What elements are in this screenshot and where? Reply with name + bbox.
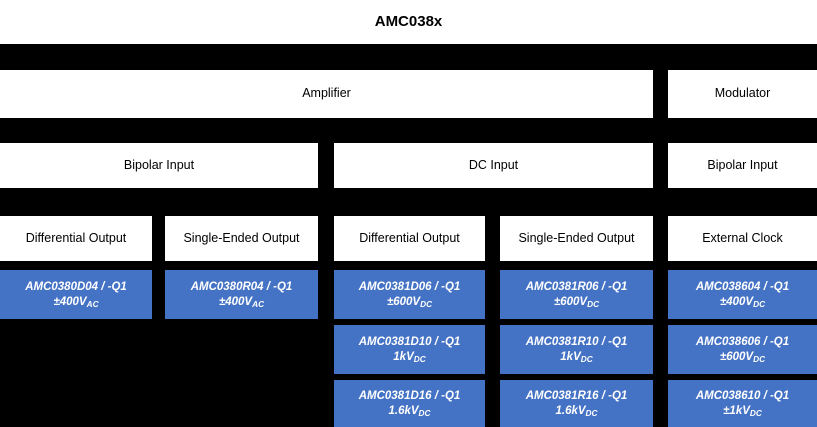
- part-box[interactable]: AMC0381D10 / -Q1 1kVDC: [334, 325, 485, 374]
- part-box[interactable]: AMC0381R10 / -Q1 1kVDC: [500, 325, 653, 374]
- part-number: AMC0381D16 / -Q1: [358, 390, 461, 403]
- part-number: AMC0381R06 / -Q1: [525, 281, 628, 294]
- output-box-single-ended-1-label: Single-Ended Output: [183, 230, 300, 245]
- output-box-differential-2: Differential Output: [334, 216, 485, 261]
- part-rating: ±400VDC: [719, 295, 766, 309]
- input-box-dc-label: DC Input: [468, 157, 519, 172]
- input-box-bipolar-right: Bipolar Input: [668, 143, 817, 188]
- input-box-dc: DC Input: [334, 143, 653, 188]
- part-box[interactable]: AMC038606 / -Q1 ±600VDC: [668, 325, 817, 374]
- part-number: AMC0380R04 / -Q1: [190, 281, 293, 294]
- output-box-single-ended-2: Single-Ended Output: [500, 216, 653, 261]
- part-box[interactable]: AMC038610 / -Q1 ±1kVDC: [668, 380, 817, 427]
- part-rating: ±1kVDC: [723, 404, 762, 418]
- part-rating: ±600VDC: [719, 350, 766, 364]
- part-rating: ±400VAC: [218, 295, 265, 309]
- part-box[interactable]: AMC0381D06 / -Q1 ±600VDC: [334, 270, 485, 319]
- part-number: AMC0380D04 / -Q1: [25, 281, 127, 294]
- part-box[interactable]: AMC0380D04 / -Q1 ±400VAC: [0, 270, 152, 319]
- part-box[interactable]: AMC0381R06 / -Q1 ±600VDC: [500, 270, 653, 319]
- input-box-bipolar-left: Bipolar Input: [0, 143, 318, 188]
- part-number: AMC038606 / -Q1: [695, 336, 790, 349]
- function-box-amplifier: Amplifier: [0, 70, 653, 118]
- output-box-differential-2-label: Differential Output: [359, 230, 460, 245]
- part-box[interactable]: AMC0381R16 / -Q1 1.6kVDC: [500, 380, 653, 427]
- part-rating: 1kVDC: [393, 350, 426, 364]
- part-box[interactable]: AMC0380R04 / -Q1 ±400VAC: [165, 270, 318, 319]
- output-box-single-ended-2-label: Single-Ended Output: [518, 230, 635, 245]
- output-box-single-ended-1: Single-Ended Output: [165, 216, 318, 261]
- part-number: AMC0381D06 / -Q1: [358, 281, 461, 294]
- part-rating: 1.6kVDC: [388, 404, 431, 418]
- function-box-amplifier-label: Amplifier: [302, 86, 351, 101]
- part-rating: ±600VDC: [553, 295, 600, 309]
- part-rating: ±600VDC: [386, 295, 433, 309]
- part-rating: ±400VAC: [53, 295, 99, 309]
- part-number: AMC0381R16 / -Q1: [525, 390, 628, 403]
- part-box[interactable]: AMC0381D16 / -Q1 1.6kVDC: [334, 380, 485, 427]
- part-number: AMC038604 / -Q1: [695, 281, 790, 294]
- part-box[interactable]: AMC038604 / -Q1 ±400VDC: [668, 270, 817, 319]
- output-box-differential-1: Differential Output: [0, 216, 152, 261]
- input-box-bipolar-right-label: Bipolar Input: [707, 157, 778, 172]
- part-rating: 1.6kVDC: [555, 404, 598, 418]
- function-box-modulator-label: Modulator: [714, 86, 771, 101]
- part-number: AMC0381R10 / -Q1: [525, 336, 628, 349]
- output-box-external-clock: External Clock: [668, 216, 817, 261]
- diagram-title-text: AMC038x: [374, 12, 443, 30]
- part-number: AMC0381D10 / -Q1: [358, 336, 461, 349]
- function-box-modulator: Modulator: [668, 70, 817, 118]
- output-box-external-clock-label: External Clock: [702, 230, 783, 245]
- part-rating: 1kVDC: [560, 350, 593, 364]
- output-box-differential-1-label: Differential Output: [25, 230, 127, 245]
- input-box-bipolar-left-label: Bipolar Input: [123, 157, 195, 172]
- part-number: AMC038610 / -Q1: [695, 390, 790, 403]
- diagram-title: AMC038x: [0, 0, 817, 44]
